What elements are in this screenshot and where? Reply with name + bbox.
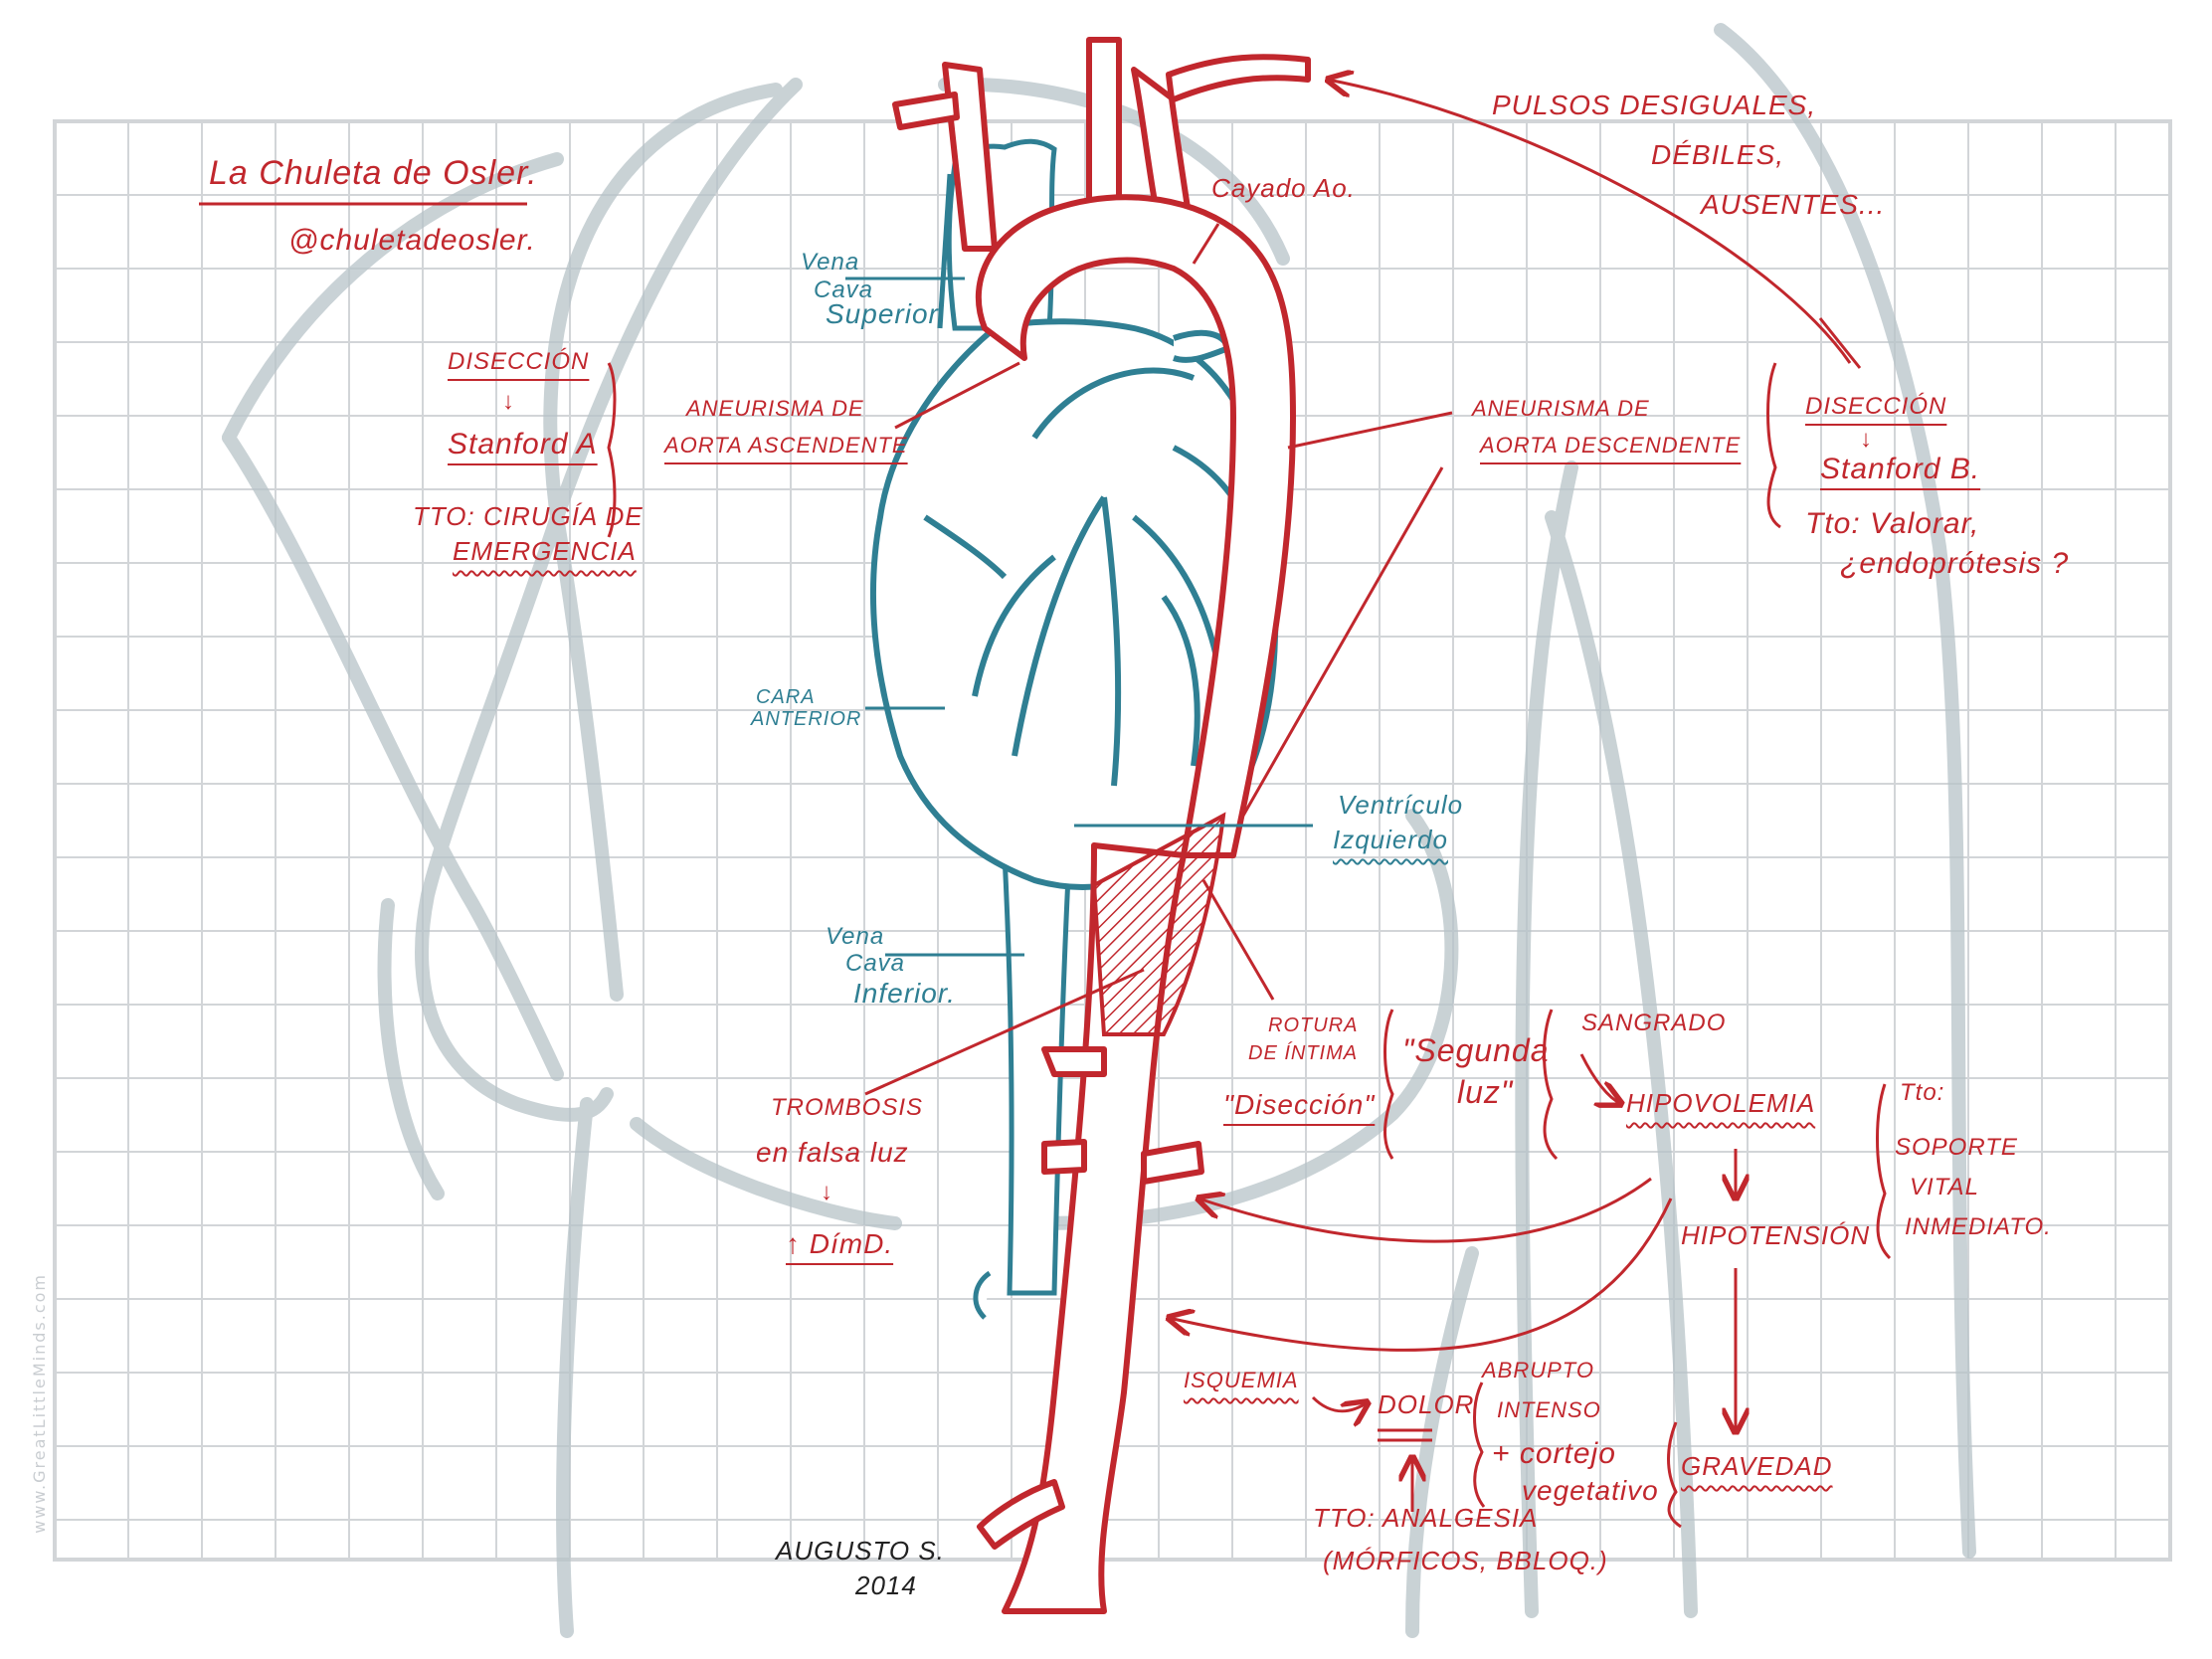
tto-soporte-1: Tto: — [1900, 1079, 1945, 1106]
cara-anterior-label-2: Anterior — [751, 708, 862, 730]
watermark-text: www.GreatLittleMinds.com — [30, 1273, 49, 1534]
vena-cava-superior-label-3: Superior — [826, 298, 939, 329]
leader-lines — [199, 80, 1862, 1512]
analgesia-line2: (Mórficos, BBloq.) — [1323, 1546, 1608, 1575]
vena-cava-inferior-label-2: Cava — [845, 950, 906, 977]
dolor-desc-1: Abrupto — [1482, 1358, 1594, 1382]
segunda-luz-line2: luz" — [1457, 1074, 1514, 1110]
trombosis-line2: en falsa luz — [756, 1137, 909, 1168]
cara-anterior-label-1: Cara — [756, 686, 816, 708]
isquemia-label: Isquemia — [1184, 1368, 1299, 1392]
cayado-label: Cayado Ao. — [1211, 173, 1356, 203]
dolor-desc-3: + cortejo — [1492, 1437, 1616, 1470]
right-tto-line1: Tto: Valorar, — [1805, 507, 1980, 540]
vena-cava-superior-label-2: Cava — [814, 276, 874, 303]
rotura-line2: de íntima — [1248, 1042, 1359, 1064]
sheet-title: La Chuleta de Osler. — [209, 154, 538, 192]
vena-cava-inferior — [973, 852, 1072, 1320]
trombosis-line1: Trombosis — [771, 1094, 924, 1121]
dolor-label: Dolor — [1378, 1389, 1475, 1419]
right-diseccion: Disección — [1805, 393, 1947, 420]
pulsos-line3: ausentes... — [1701, 189, 1886, 220]
aneurisma-ascendente-line2: Aorta Ascendente — [664, 433, 908, 458]
false-lumen — [1091, 812, 1226, 1036]
right-stanford: Stanford B. — [1820, 453, 1981, 485]
left-tto-line1: Tto: Cirugía de — [413, 501, 644, 531]
dolor-desc-4: vegetativo — [1522, 1475, 1659, 1506]
left-stanford: Stanford A — [448, 428, 598, 461]
segunda-luz-line1: "Segunda — [1402, 1032, 1550, 1068]
vena-cava-inferior-label-3: Inferior. — [853, 978, 956, 1009]
braces — [607, 362, 1892, 1529]
left-diseccion: Disección — [448, 348, 590, 375]
aneurisma-descendente-line2: Aorta Descendente — [1480, 433, 1742, 458]
right-arrow-down: ↓ — [1860, 426, 1873, 453]
heart — [869, 318, 1279, 890]
rotura-line1: Rotura — [1268, 1014, 1359, 1036]
vena-cava-superior-label-1: Vena — [801, 249, 860, 276]
tto-soporte-4: Inmediato. — [1905, 1213, 2052, 1240]
ventriculo-izquierdo-label-2: Izquierdo — [1333, 825, 1448, 854]
left-arrow-down: ↓ — [502, 388, 515, 415]
vena-cava-inferior-label-1: Vena — [826, 923, 885, 950]
author-handle: @chuletadeosler. — [288, 224, 536, 257]
dimero-d-label: ↑ DímD. — [786, 1228, 894, 1259]
left-tto-line2: Emergencia — [453, 536, 637, 566]
aneurisma-descendente-line1: Aneurisma de — [1472, 396, 1650, 421]
pulsos-line1: Pulsos desiguales, — [1492, 90, 1817, 120]
diseccion-quote: "Disección" — [1223, 1089, 1376, 1120]
signature-year: 2014 — [855, 1570, 917, 1600]
tto-soporte-2: Soporte — [1895, 1134, 2018, 1161]
gravedad-label: Gravedad — [1681, 1451, 1833, 1481]
dolor-desc-2: Intenso — [1497, 1397, 1601, 1422]
torso-silhouette — [222, 23, 1976, 1638]
trombosis-arrow: ↓ — [821, 1179, 833, 1205]
pulsos-line2: débiles, — [1651, 139, 1785, 170]
hipovolemia-label: Hipovolemia — [1626, 1088, 1816, 1118]
right-tto-line2: ¿endoprótesis ? — [1840, 547, 2070, 580]
sangrado-label: Sangrado — [1581, 1010, 1727, 1036]
signature-name: Augusto S. — [776, 1536, 945, 1566]
tto-soporte-3: Vital — [1910, 1174, 1979, 1200]
hipotension-label: Hipotensión — [1681, 1220, 1871, 1250]
aorta — [892, 37, 1311, 1614]
ventriculo-izquierdo-label-1: Ventrículo — [1338, 790, 1464, 820]
analgesia-line1: Tto: Analgesia — [1313, 1503, 1539, 1533]
aneurisma-ascendente-line1: Aneurisma de — [686, 396, 864, 421]
